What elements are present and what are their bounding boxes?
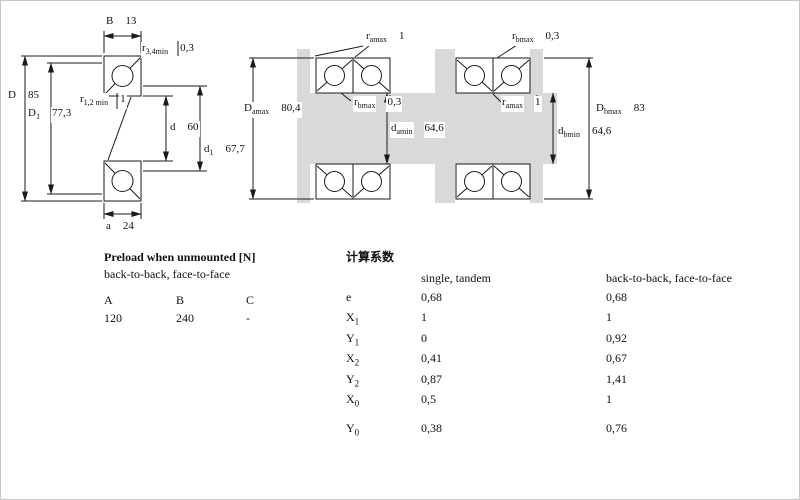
dim-symbol: Damax [243,102,271,119]
dim-label-damin: damin 64,6 [390,122,445,139]
dim-label-rbmax-right: rbmax 0,3 [511,30,561,47]
factor-value-2: 0,76 [606,421,627,436]
factors-symbol-col [346,271,421,285]
bearing-technical-drawing [21,30,593,219]
factor-row-x2: X2 0,41 0,67 [346,351,786,369]
dim-value: 77,3 [50,107,73,124]
factor-symbol: e [346,290,352,304]
dim-label-Dbmax: Dbmax 83 [595,102,646,119]
dim-label-ramax-middle: ramax 1 [365,30,406,47]
dim-value: 24 [121,220,135,237]
factor-row-y0: Y0 0,38 0,76 [346,421,786,439]
dim-label-B: B 13 [105,15,138,32]
factor-value-2: 0,68 [606,290,627,304]
dim-symbol: a [105,220,112,237]
factors-col-single-tandem: single, tandem [421,271,491,285]
factors-title: 计算系数 [346,250,395,264]
dim-label-rbmax-middle: rbmax 0,3 [353,96,403,113]
factor-value-2: 1 [606,391,612,406]
dim-value: 0,3 [386,96,403,113]
factor-value-2: 1 [606,310,612,325]
dim-symbol: damin [390,122,414,139]
dim-label-r34min: r3,4min 0,3 [141,42,195,59]
dim-symbol: Dbmax [595,102,623,119]
factor-symbol: X1 [346,310,360,327]
dim-value: 64,6 [590,125,613,142]
preload-value-b: 240 [176,311,194,325]
factor-value-2: 0,92 [606,330,627,345]
calculation-factors-table: 计算系数 single, tandem back-to-back, face-t… [346,250,786,440]
dim-symbol: D [7,89,17,106]
dim-symbol: B [105,15,115,32]
dim-label-a: a 24 [105,220,135,237]
factor-value-1: 1 [421,310,427,325]
dim-value: 83 [632,102,646,119]
dim-value: 85 [26,89,40,106]
factor-symbol: X2 [346,351,360,368]
dim-symbol: d1 [203,143,215,160]
dim-label-Damax: Damax 80,4 [243,102,302,119]
factors-header-row: single, tandem back-to-back, face-to-fac… [346,271,786,285]
factor-row-e: e 0,68 0,68 [346,290,786,308]
dim-value: 80,4 [280,102,302,119]
dim-symbol: rbmax [511,30,535,47]
factor-value-1: 0,5 [421,391,436,406]
factor-row-y1: Y1 0 0,92 [346,331,786,349]
factor-row-x0: X0 0,5 1 [346,392,786,410]
preload-col-a: A [104,293,113,307]
dim-label-D: D 85 [7,89,40,106]
dim-value: 1 [398,30,406,47]
dim-value: 1 [119,93,127,110]
factor-row-x1: X1 1 1 [346,310,786,328]
dim-symbol: ramax [501,96,524,113]
preload-table: Preload when unmounted [N] back-to-back,… [104,250,344,325]
factor-symbol: Y1 [346,330,360,348]
dim-symbol: d [169,121,177,138]
factor-value-1: 0,68 [421,290,442,304]
dim-value: 13 [124,15,138,32]
preload-subtitle: back-to-back, face-to-face [104,267,230,281]
dim-value: 0,3 [544,30,561,47]
preload-header-row: A B C [104,293,344,307]
dim-symbol: r3,4min [141,42,170,59]
dim-label-r12min: r1,2 min 1 [79,93,127,110]
dim-label-ramax-right: ramax 1 [501,96,542,113]
factor-symbol: Y0 [346,421,360,438]
factor-value-1: 0,87 [421,371,442,386]
factors-col-back-to-back: back-to-back, face-to-face [606,271,732,285]
dim-label-d1: d1 67,7 [203,143,246,160]
factor-symbol: X0 [346,391,360,409]
paired-bearings-face-to-face [445,30,593,203]
dim-value: 67,7 [224,143,246,160]
dim-symbol: rbmax [353,96,377,113]
preload-col-b: B [176,293,185,307]
preload-value-a: 120 [104,311,122,325]
factor-value-1: 0,41 [421,351,442,366]
factor-value-1: 0 [421,330,427,345]
dim-symbol: ramax [365,30,388,47]
dim-value: 60 [186,121,200,138]
dim-symbol: dbmin [557,125,581,142]
dim-label-D1: D1 77,3 [27,107,73,124]
factor-row-y2: Y2 0,87 1,41 [346,372,786,390]
dim-value: 64,6 [423,122,445,139]
factor-value-1: 0,38 [421,421,442,436]
dim-symbol: D1 [27,107,41,124]
dim-label-dbmin: dbmin 64,6 [557,125,613,142]
factor-symbol: Y2 [346,371,360,388]
dim-symbol: r1,2 min [79,93,110,110]
factor-value-2: 1,41 [606,371,627,386]
preload-title: Preload when unmounted [N] [104,250,256,264]
preload-value-row: 120 240 - [104,311,344,325]
left-bearing-section-view [21,31,207,219]
factor-value-2: 0,67 [606,351,627,366]
dim-value: 1 [534,96,542,113]
preload-col-c: C [246,293,255,307]
dim-value: 0,3 [179,42,195,59]
dim-label-d: d 60 [169,121,200,138]
preload-value-c: - [246,311,250,325]
